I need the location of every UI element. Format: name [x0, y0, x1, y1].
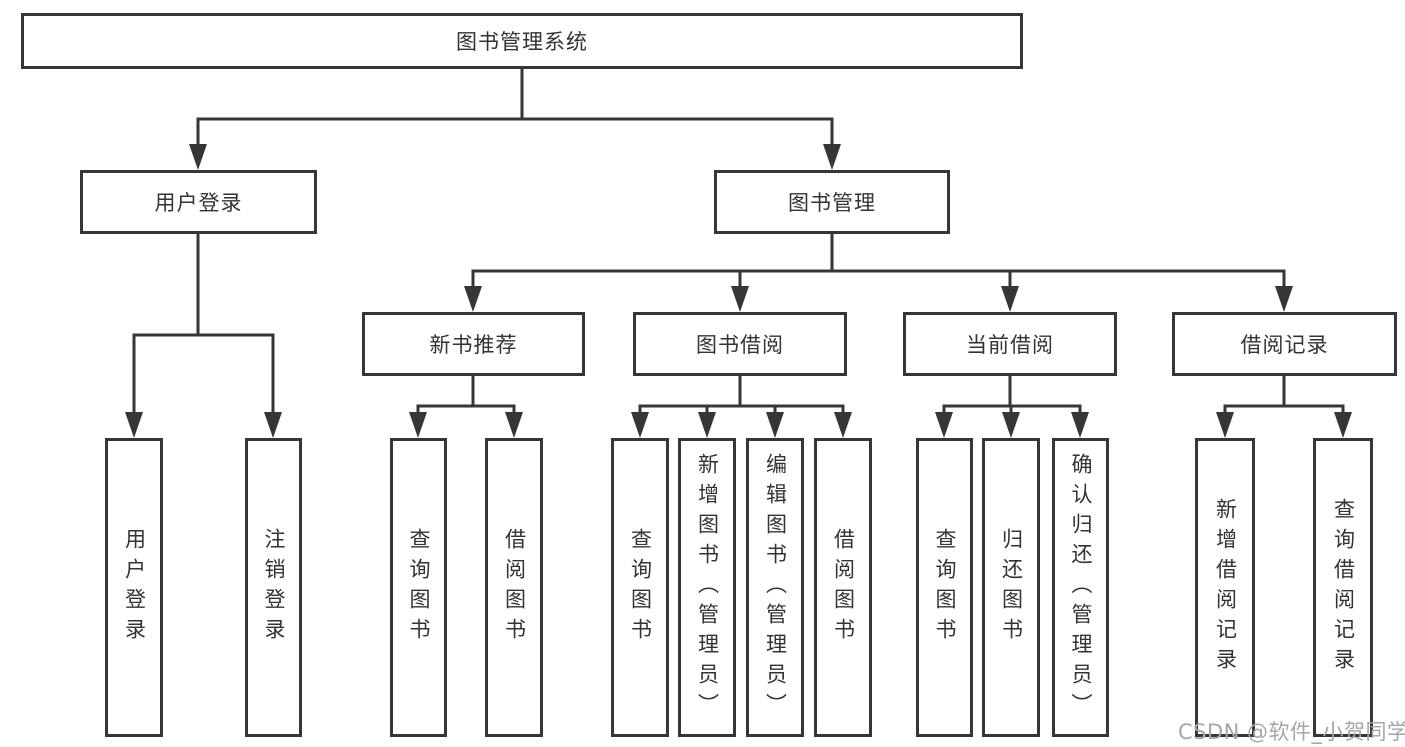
csdn-watermark: CSDN @软件_小贺同学	[1178, 720, 1405, 744]
leaf-current-confirm-admin: 确认归还（管理员）	[1052, 438, 1109, 737]
leaf-current-query: 查询图书	[916, 438, 973, 737]
node-root: 图书管理系统	[21, 13, 1023, 69]
node-current-borrow: 当前借阅	[903, 312, 1117, 376]
leaf-borrow-add-admin: 新增图书（管理员）	[678, 438, 736, 737]
node-new-books: 新书推荐	[362, 312, 585, 376]
leaf-borrow-edit-admin: 编辑图书（管理员）	[746, 438, 804, 737]
leaf-records-add: 新增借阅记录	[1195, 438, 1255, 737]
leaf-borrow-query: 查询图书	[611, 438, 669, 737]
leaf-logout: 注销登录	[245, 438, 302, 737]
node-user-login: 用户登录	[80, 170, 317, 234]
node-borrow-records: 借阅记录	[1172, 312, 1397, 376]
leaf-current-return: 归还图书	[982, 438, 1040, 737]
node-book-borrow: 图书借阅	[633, 312, 847, 376]
arrowheads	[125, 144, 1352, 438]
leaf-newbooks-borrow: 借阅图书	[485, 438, 543, 737]
leaf-newbooks-query: 查询图书	[390, 438, 447, 737]
leaf-user-login: 用户登录	[105, 438, 163, 737]
leaf-borrow-book: 借阅图书	[814, 438, 872, 737]
node-book-management: 图书管理	[714, 170, 950, 234]
leaf-records-query: 查询借阅记录	[1313, 438, 1373, 737]
